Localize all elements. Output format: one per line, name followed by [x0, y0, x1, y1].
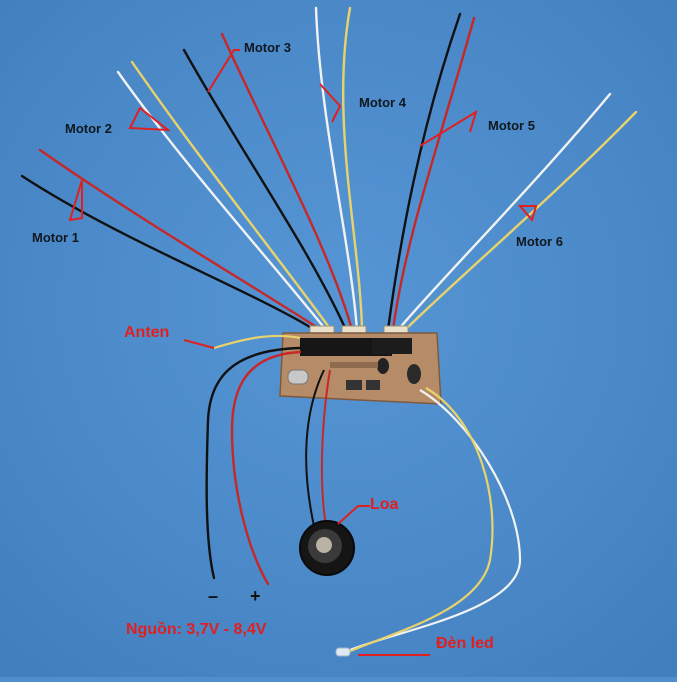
label-led: Đèn led [436, 635, 494, 652]
led-wire-yellow [347, 387, 494, 654]
led-driver [407, 364, 421, 384]
label-motor2: Motor 2 [65, 121, 112, 136]
speaker-wires [305, 369, 331, 527]
motor6-wire-white [396, 92, 612, 332]
motor4-wire-white [314, 6, 359, 332]
pcb-board [279, 332, 442, 405]
motor1-wire-red [38, 148, 323, 332]
speaker-center [316, 537, 332, 553]
label-plus: + [250, 586, 261, 606]
label-speaker: Loa [370, 496, 399, 513]
speaker-wire-red [320, 369, 331, 527]
label-antenna: Anten [124, 324, 170, 341]
motor5-wire-black [386, 12, 462, 332]
capacitor [377, 358, 389, 374]
transistor-1 [346, 380, 362, 390]
motor5-pointer [419, 109, 478, 147]
ic-chip-left [300, 338, 392, 356]
motor6-wire-yellow [401, 110, 638, 334]
transistor-2 [366, 380, 380, 390]
speaker-pointer [337, 505, 370, 525]
motor2-wire-white [116, 70, 328, 332]
led-bulb [335, 647, 351, 657]
label-motor4: Motor 4 [359, 95, 406, 110]
motor5-wire-red [391, 16, 476, 332]
motor-wires [20, 6, 638, 334]
motor4-wire-yellow [341, 6, 364, 332]
label-motor1: Motor 1 [32, 230, 79, 245]
motor2-wire-yellow [130, 60, 333, 332]
motor4-pointer [319, 83, 342, 123]
crystal [287, 369, 309, 385]
silkscreen-text [330, 362, 378, 368]
antenna-wire [213, 334, 301, 350]
power-wires [205, 346, 302, 586]
label-motor3: Motor 3 [244, 40, 291, 55]
motor2-pointer [128, 106, 172, 132]
ic-chip-right [372, 338, 412, 354]
led-wire-white [349, 389, 522, 652]
motor6-pointer [517, 205, 538, 223]
speaker [299, 520, 355, 576]
label-motor6: Motor 6 [516, 234, 563, 249]
annotation-pointers [68, 49, 538, 525]
motor3-pointer [207, 49, 240, 93]
antenna-pointer [183, 339, 215, 349]
motor3-wire-black [182, 48, 348, 332]
speaker-wire-black [305, 369, 325, 527]
motor1-pointer [68, 179, 83, 222]
power-wire-positive [230, 350, 302, 586]
label-minus: – [208, 586, 219, 606]
label-power: Nguồn: 3,7V - 8,4V [126, 621, 267, 638]
power-wire-negative [205, 346, 302, 580]
motor1-wire-black [20, 174, 317, 332]
led-wires [347, 387, 522, 654]
motor3-wire-red [220, 32, 354, 332]
label-motor5: Motor 5 [488, 118, 535, 133]
